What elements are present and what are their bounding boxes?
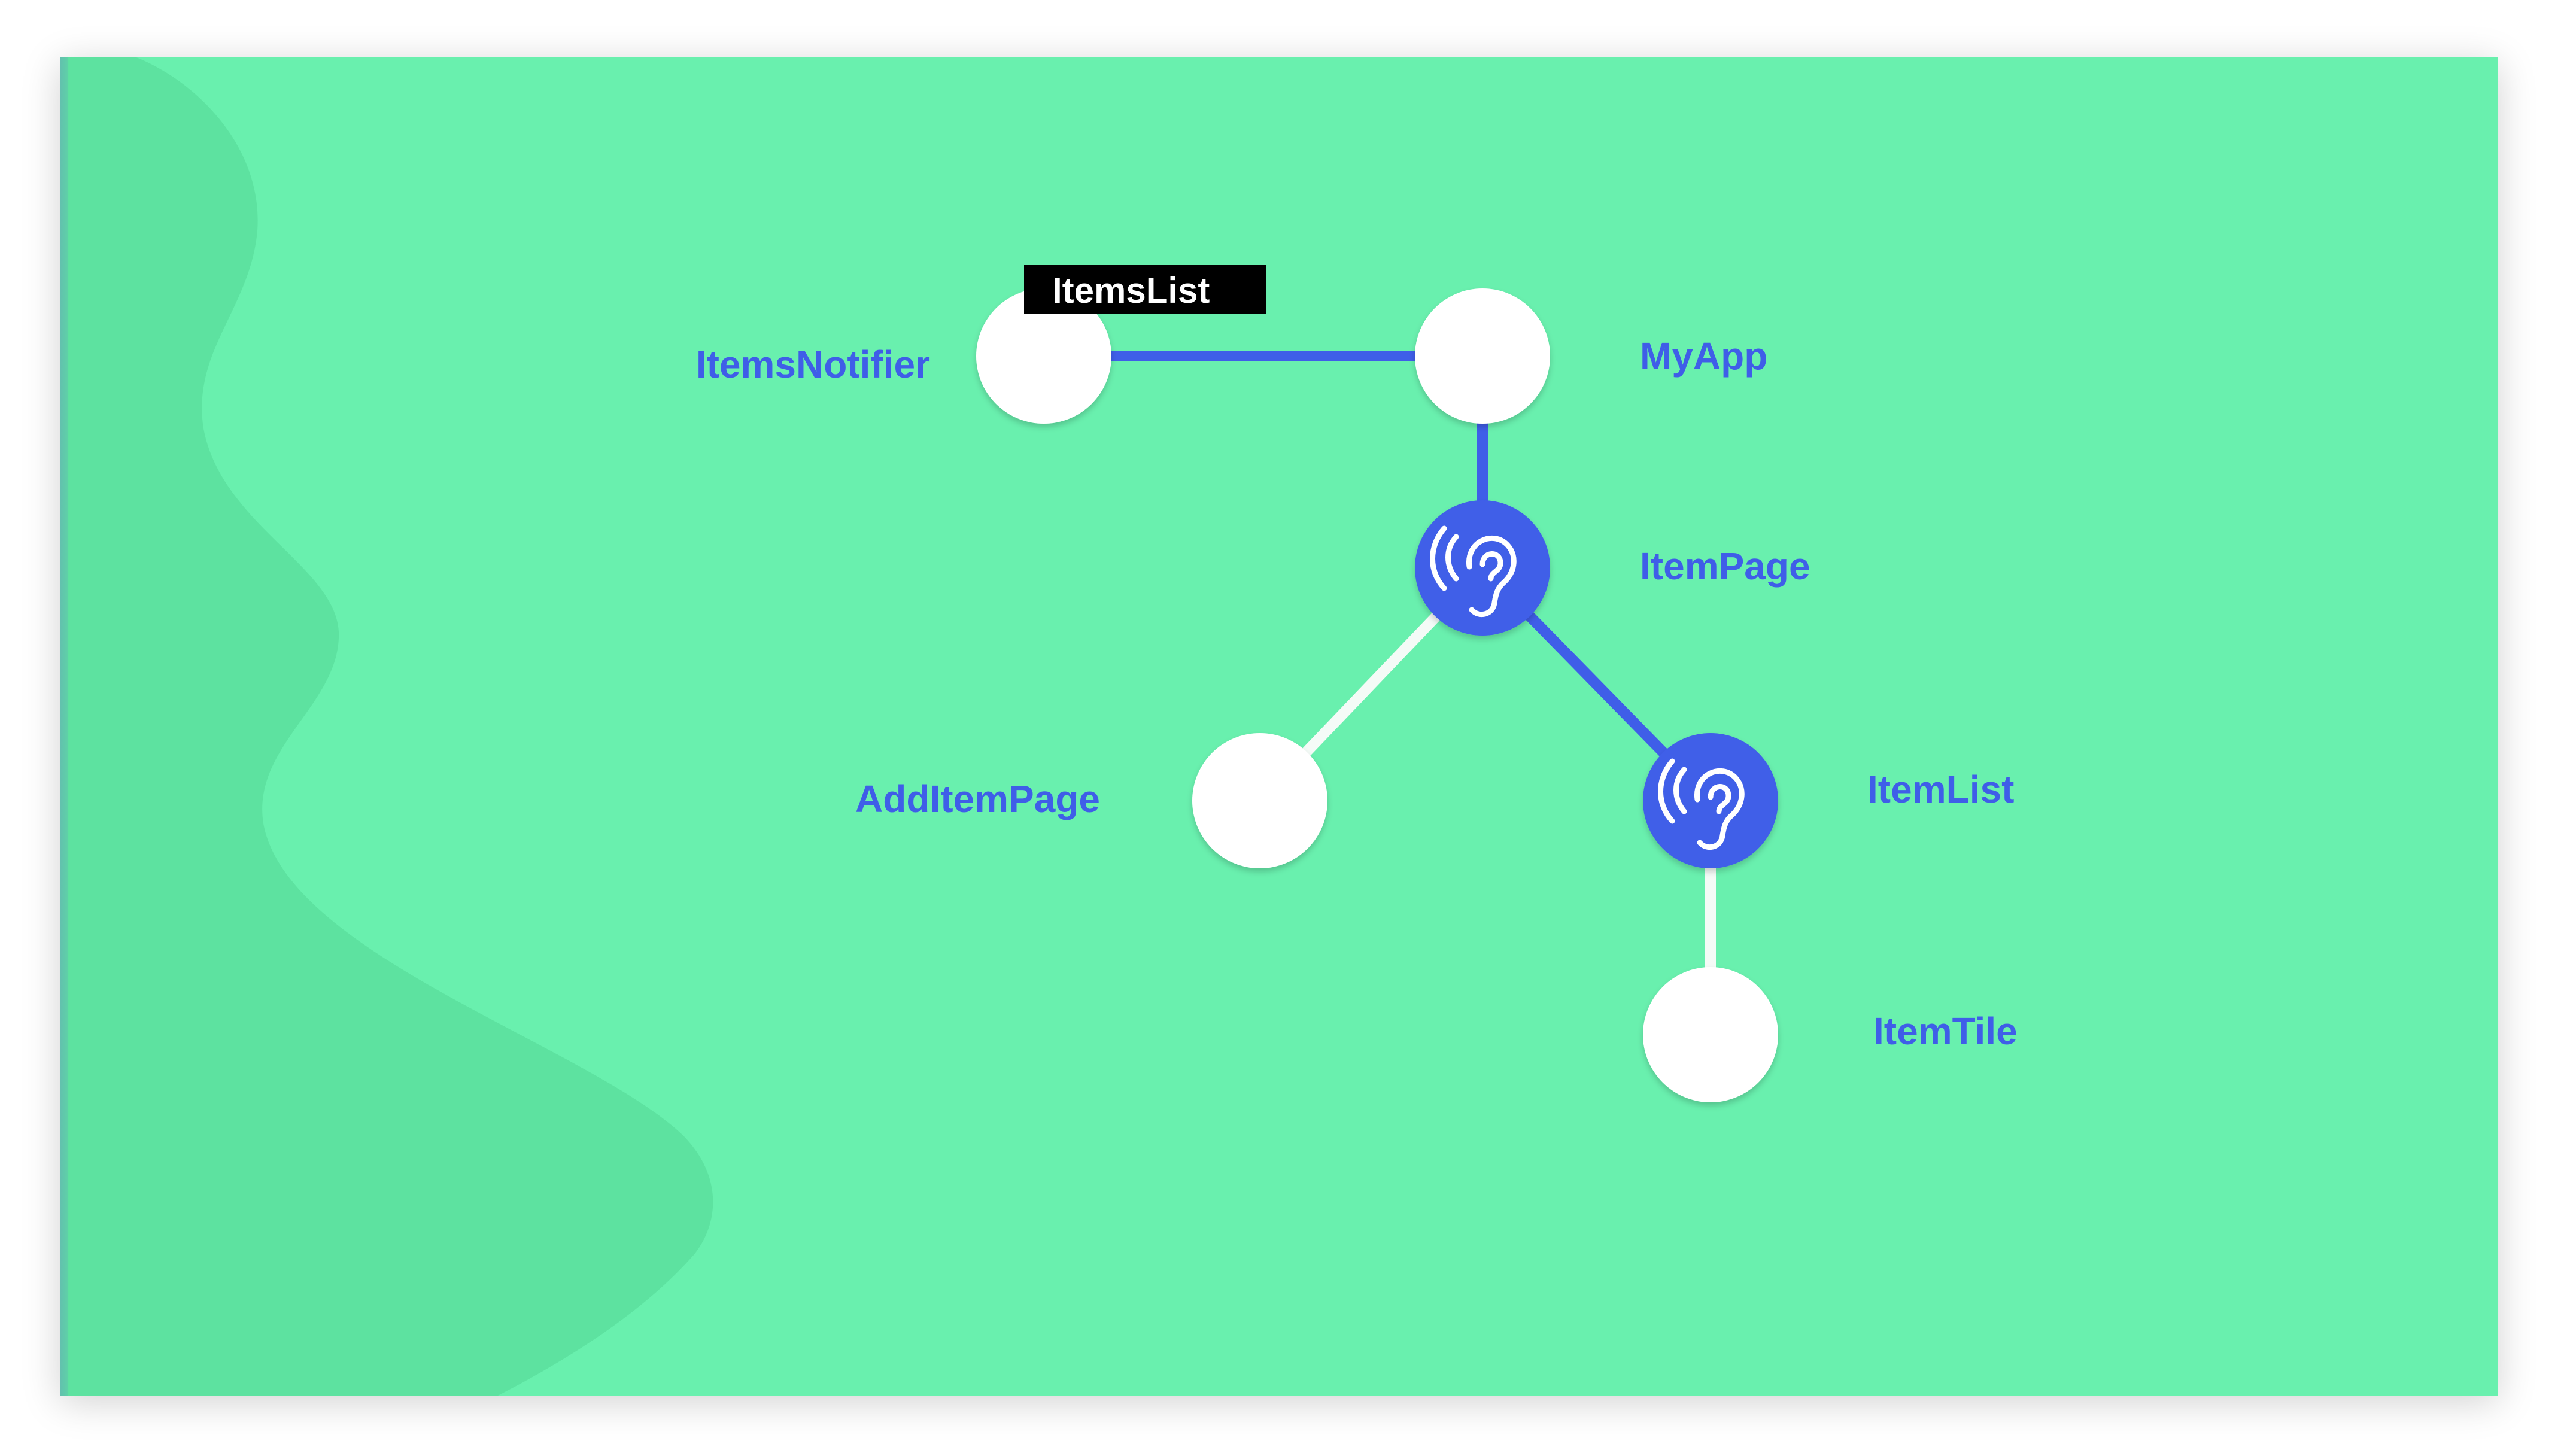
node-circle-add-item-page [1192,733,1327,868]
node-label-items-notifier: ItemsNotifier [696,343,930,386]
node-circle-my-app [1415,288,1550,424]
node-circle-item-tile [1643,967,1778,1102]
node-label-item-page: ItemPage [1640,545,1810,588]
ear-icon [1430,525,1517,618]
items-list-tag: ItemsList [1024,265,1266,314]
node-my-app [1415,288,1550,424]
ear-icon [1658,758,1745,850]
node-item-tile [1643,967,1778,1102]
node-circle-item-page [1415,500,1550,636]
items-list-tag-label: ItemsList [1052,270,1210,311]
node-circle-item-list [1643,733,1778,868]
node-add-item-page [1192,733,1327,868]
node-item-list [1643,733,1778,868]
items-list-tag-background [1024,265,1266,314]
node-items-notifier [976,288,1111,424]
left-edge-shade [60,57,227,1396]
node-label-my-app: MyApp [1640,335,1767,378]
node-circle-items-notifier [976,288,1111,424]
node-label-item-list: ItemList [1867,768,2014,811]
nodes [976,288,1778,1102]
node-label-add-item-page: AddItemPage [855,777,1100,820]
node-item-page [1415,500,1550,636]
node-label-item-tile: ItemTile [1873,1010,2018,1053]
